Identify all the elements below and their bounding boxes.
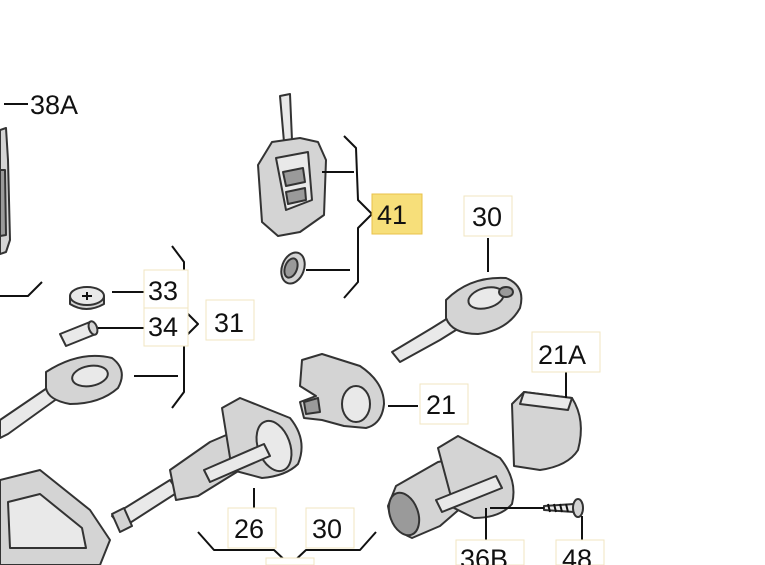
callout-34[interactable]: 34 bbox=[143, 307, 189, 347]
callout-38A[interactable]: 38A bbox=[30, 90, 78, 120]
callout-26[interactable]: 26 bbox=[227, 507, 277, 549]
callout-label: 30 bbox=[472, 202, 502, 232]
key-part-31[interactable] bbox=[0, 354, 123, 439]
callout-highlight bbox=[371, 193, 423, 235]
callout-label: 36B bbox=[460, 544, 508, 565]
callout-30-top[interactable]: 30 bbox=[463, 195, 513, 237]
callout-label: 33 bbox=[148, 276, 178, 306]
callout-label: 21 bbox=[426, 390, 456, 420]
key-part-30-top[interactable] bbox=[391, 276, 523, 363]
lock-cylinder-part-36B[interactable] bbox=[383, 435, 515, 539]
callout-label: 34 bbox=[148, 312, 178, 342]
callout-48[interactable]: 48 bbox=[555, 539, 605, 565]
lock-cylinder-part-26[interactable] bbox=[111, 397, 303, 533]
remote-key-part[interactable] bbox=[257, 93, 327, 237]
callout-label: 31 bbox=[214, 308, 244, 338]
small-cylinder-part[interactable] bbox=[59, 320, 99, 347]
callout-label: 26 bbox=[234, 514, 264, 544]
cap-part[interactable] bbox=[511, 391, 582, 471]
callout-label: 48 bbox=[562, 544, 592, 565]
callout-21[interactable]: 21 bbox=[419, 383, 469, 425]
callout-blank-bottom bbox=[265, 557, 315, 565]
door-handle-part[interactable] bbox=[0, 469, 111, 565]
callout-31[interactable]: 31 bbox=[205, 299, 255, 341]
key-housing-part[interactable] bbox=[0, 127, 43, 297]
battery-part[interactable] bbox=[277, 249, 309, 287]
screw-part[interactable] bbox=[543, 498, 584, 518]
callout-36B[interactable]: 36B bbox=[455, 539, 525, 565]
callout-41[interactable]: 41 bbox=[371, 193, 423, 235]
callout-label: 41 bbox=[377, 200, 407, 230]
callout-label: 38A bbox=[30, 90, 78, 120]
callout-21A[interactable]: 21A bbox=[531, 331, 601, 373]
lock-bracket-part[interactable] bbox=[299, 353, 385, 429]
callout-33[interactable]: 33 bbox=[143, 269, 189, 309]
callout-label: 21A bbox=[538, 340, 586, 370]
callout-label: 30 bbox=[312, 514, 342, 544]
coin-cell-part[interactable] bbox=[69, 286, 105, 310]
callout-30-bottom[interactable]: 30 bbox=[305, 507, 355, 549]
